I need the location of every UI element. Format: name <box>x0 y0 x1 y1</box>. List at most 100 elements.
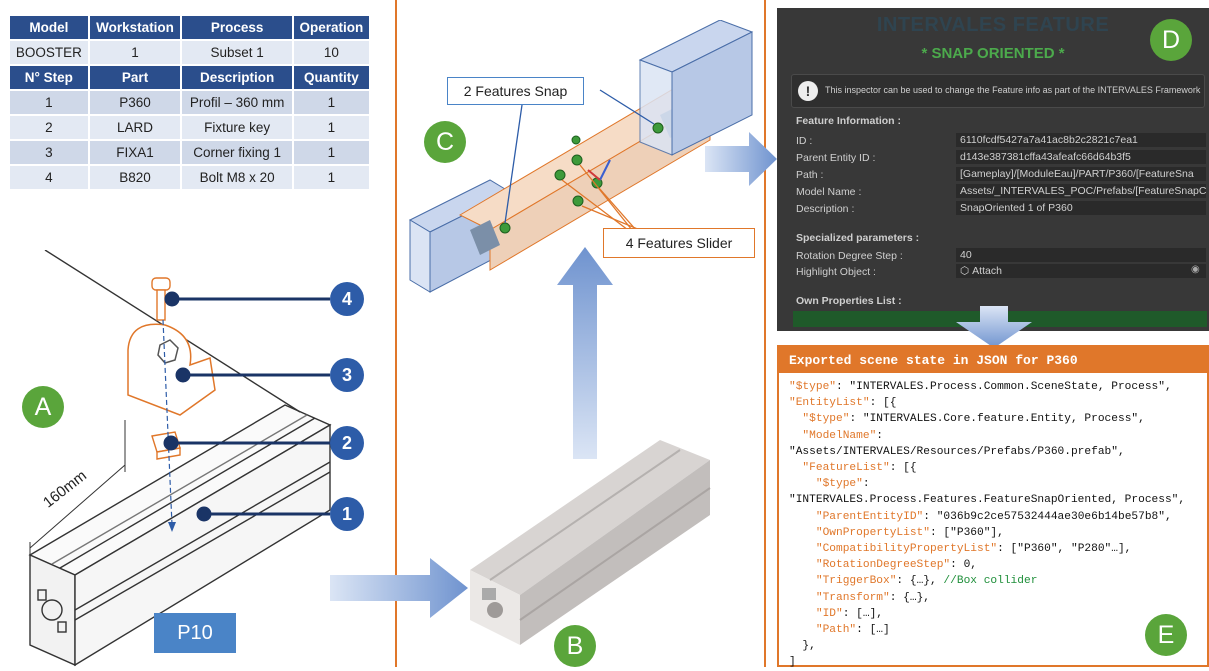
dimension-line <box>29 420 126 555</box>
json-value: : [{ <box>869 397 897 410</box>
table-cell: B820 <box>89 166 181 189</box>
exploded-assembly-drawing <box>28 250 332 667</box>
arrow-a-to-b-icon <box>330 558 468 618</box>
param-highlight-object[interactable]: ⬡ Attach <box>956 264 1206 278</box>
object-picker-icon[interactable]: ◉ <box>1191 264 1200 275</box>
bom-info-row: BOOSTER 1 Subset 1 10 <box>10 41 369 64</box>
json-key: "RotationDegreeStep" <box>789 559 951 572</box>
json-value: : <box>876 429 883 442</box>
json-value: : 0, <box>950 559 977 572</box>
json-value: : <box>862 478 870 491</box>
json-key: "TriggerBox" <box>789 575 897 588</box>
code-line: "$type": "INTERVALES.Core.feature.Entity… <box>789 411 1185 427</box>
attach-icon: ⬡ <box>960 265 970 277</box>
divider-right <box>764 0 766 667</box>
code-line: "CompatibilityPropertyList": ["P360", "P… <box>789 541 1185 557</box>
json-value: : ["P360", "P280"…], <box>997 543 1132 556</box>
json-value: }, <box>789 640 816 653</box>
badge-e: E <box>1145 614 1187 656</box>
table-cell: 3 <box>10 141 88 164</box>
json-key: "CompatibilityPropertyList" <box>789 543 998 556</box>
json-key: "OwnPropertyList" <box>789 526 930 539</box>
json-value: : "INTERVALES.Core.feature.Entity, Proce… <box>849 413 1145 426</box>
divider-left <box>395 0 397 667</box>
header-cell: Workstation <box>89 16 181 39</box>
table-row: 2 LARD Fixture key 1 <box>10 116 369 139</box>
field-model-name[interactable]: Assets/_INTERVALES_POC/Prefabs/[FeatureS… <box>956 184 1206 198</box>
header-cell: Operation <box>293 16 369 39</box>
callout-step-1: 1 <box>330 497 364 531</box>
bolt-drawing <box>151 277 171 321</box>
code-line: "Transform": {…}, <box>789 590 1185 606</box>
section-feature-information: Feature Information : <box>796 115 902 127</box>
json-value: : "036b9c2ce57532444ae30e6b14be57b8", <box>923 510 1172 523</box>
field-label-description: Description : <box>796 202 855 215</box>
field-description[interactable]: SnapOriented 1 of P360 <box>956 201 1206 215</box>
code-line: }, <box>789 638 1185 654</box>
table-cell: FIXA1 <box>89 141 181 164</box>
json-key: "Path" <box>789 624 857 637</box>
section-own-properties-list: Own Properties List : <box>796 295 902 307</box>
field-id[interactable]: 6110fcdf5427a7a41ac8b2c2821c7ea1 <box>956 133 1206 147</box>
inspector-title: INTERVALES FEATURE <box>876 14 1110 36</box>
table-cell: 1 <box>10 91 88 114</box>
json-value: : {…}, <box>889 591 931 604</box>
table-row: 3 FIXA1 Corner fixing 1 1 <box>10 141 369 164</box>
code-line: "OwnPropertyList": ["P360"], <box>789 525 1185 541</box>
code-line: "Path": […] <box>789 622 1185 638</box>
table-cell: 1 <box>293 91 369 114</box>
info-box: ! This inspector can be used to change t… <box>791 74 1205 108</box>
json-comment: //Box collider <box>943 575 1038 588</box>
header-cell: Model <box>10 16 88 39</box>
table-cell: 1 <box>293 116 369 139</box>
profile-3d-render <box>470 440 711 645</box>
snap-features-label: 2 Features Snap <box>447 77 584 105</box>
param-rotation-degree-step[interactable]: 40 <box>956 248 1206 262</box>
bom-table: Model Workstation Process Operation BOOS… <box>8 14 371 191</box>
feature-inspector-panel: INTERVALES FEATURE * SNAP ORIENTED * ! T… <box>777 8 1209 331</box>
code-line: "$type": <box>789 476 1185 492</box>
table-cell: Corner fixing 1 <box>182 141 292 164</box>
table-row: 1 P360 Profil – 360 mm 1 <box>10 91 369 114</box>
assembly-axis-line <box>162 319 173 526</box>
json-value: : {…}, <box>896 575 944 588</box>
field-path[interactable]: [Gameplay]/[ModuleEau]/PART/P360/[Featur… <box>956 167 1206 181</box>
param-label-rotation-degree-step: Rotation Degree Step : <box>796 249 903 262</box>
section-specialized-parameters: Specialized parameters : <box>796 232 920 244</box>
table-cell: P360 <box>89 91 181 114</box>
header-cell: Quantity <box>293 66 369 89</box>
table-cell: Bolt M8 x 20 <box>182 166 292 189</box>
header-cell: Part <box>89 66 181 89</box>
table-cell: 2 <box>10 116 88 139</box>
arrow-b-to-c-icon <box>557 247 613 459</box>
badge-d: D <box>1150 19 1192 61</box>
slider-features-label: 4 Features Slider <box>603 228 755 258</box>
code-line: "FeatureList": [{ <box>789 460 1185 476</box>
table-cell: BOOSTER <box>10 41 88 64</box>
info-text: This inspector can be used to change the… <box>825 85 1201 95</box>
param-label-highlight-object: Highlight Object : <box>796 265 876 278</box>
arrow-d-to-e-icon <box>956 306 1032 348</box>
json-export-panel: Exported scene state in JSON for P360 "$… <box>777 345 1209 668</box>
json-value: "INTERVALES.Process.Features.FeatureSnap… <box>789 494 1186 507</box>
json-key: "$type" <box>789 381 836 393</box>
field-label-id: ID : <box>796 134 813 147</box>
code-line: "ModelName": <box>789 428 1185 444</box>
code-line: "$type": "INTERVALES.Process.Common.Scen… <box>789 379 1185 395</box>
json-code-block: "$type": "INTERVALES.Process.Common.Scen… <box>789 379 1185 671</box>
code-line: "ParentEntityID": "036b9c2ce57532444ae30… <box>789 509 1185 525</box>
json-key: "ModelName" <box>789 429 877 442</box>
field-parent-entity-id[interactable]: d143e387381cffa43afeafc66d64b3f5 <box>956 150 1206 164</box>
aluminium-profile-drawing <box>28 250 332 667</box>
json-key: "$type" <box>789 413 850 426</box>
json-value: : "INTERVALES.Process.Common.SceneState,… <box>836 381 1172 393</box>
info-icon: ! <box>798 81 818 101</box>
bom-header-row: Model Workstation Process Operation <box>10 16 369 39</box>
code-line: "Assets/INTERVALES/Resources/Prefabs/P36… <box>789 444 1185 460</box>
field-label-model-name: Model Name : <box>796 185 862 198</box>
code-line: "ID": […], <box>789 606 1185 622</box>
table-cell: 1 <box>293 166 369 189</box>
badge-c: C <box>424 121 466 163</box>
arrow-c-to-d-icon <box>705 132 777 186</box>
header-cell: Description <box>182 66 292 89</box>
